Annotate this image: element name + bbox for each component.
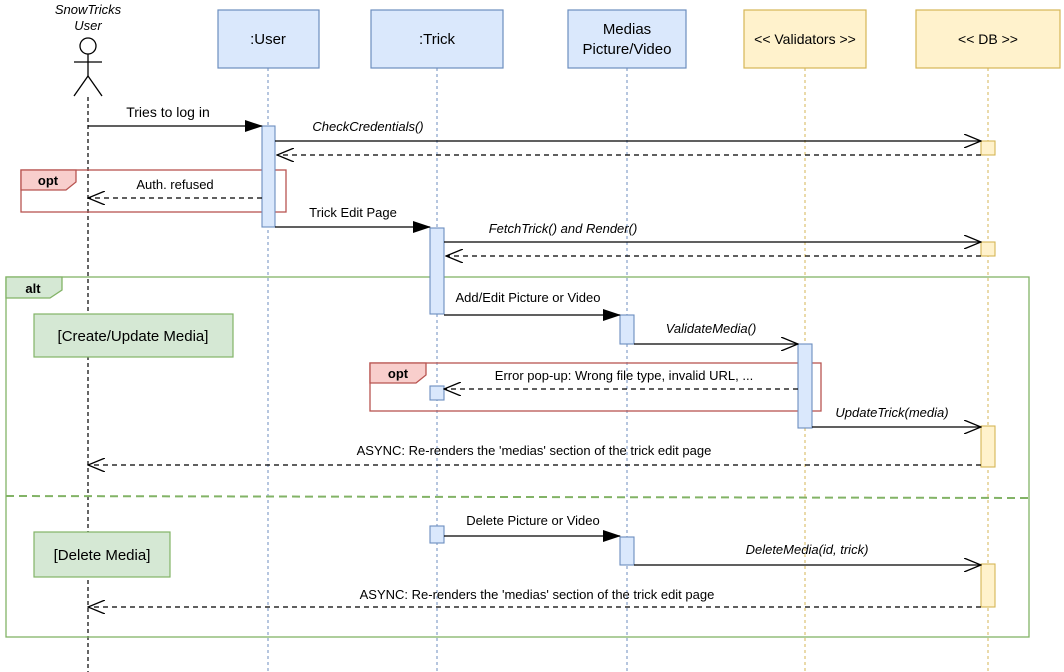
- message-auth-refused: Auth. refused: [88, 177, 262, 198]
- participant-db-label: << DB >>: [958, 31, 1018, 47]
- participant-validators[interactable]: << Validators >>: [743, 9, 867, 69]
- message-validate-media: ValidateMedia(): [634, 321, 798, 344]
- message-login: Tries to log in: [88, 104, 263, 132]
- message-async-rerender-1-label: ASYNC: Re-renders the 'medias' section o…: [357, 443, 712, 458]
- frame-alt-tag: alt: [25, 281, 41, 296]
- activation-db-delete: [980, 563, 996, 608]
- guard-create-update: [Create/Update Media]: [33, 313, 234, 358]
- participant-trick-label: :Trick: [419, 31, 456, 48]
- message-check-credentials: CheckCredentials(): [275, 119, 981, 141]
- actor-head: [79, 37, 97, 55]
- activation-user: [261, 125, 276, 228]
- message-fetch-trick: FetchTrick() and Render(): [444, 221, 981, 242]
- activation-db-credentials: [980, 140, 996, 156]
- activation-trick-error: [429, 385, 445, 401]
- message-trick-edit-page-label: Trick Edit Page: [309, 205, 397, 220]
- frame-opt-auth-tag: opt: [38, 173, 59, 188]
- activations: [261, 125, 996, 608]
- message-update-trick: UpdateTrick(media): [812, 405, 981, 427]
- message-error-popup: Error pop-up: Wrong file type, invalid U…: [444, 368, 798, 389]
- message-check-credentials-label: CheckCredentials(): [312, 119, 423, 134]
- message-auth-refused-label: Auth. refused: [136, 177, 213, 192]
- activation-trick-delete: [429, 525, 445, 544]
- activation-medias-add: [619, 314, 635, 345]
- activation-db-fetch: [980, 241, 996, 257]
- actor-name-line1: SnowTricks: [55, 2, 122, 17]
- message-delete-media-call-label: DeleteMedia(id, trick): [746, 542, 869, 557]
- participant-validators-label: << Validators >>: [754, 31, 856, 47]
- message-delete-media: Delete Picture or Video: [444, 513, 621, 542]
- message-add-edit-media-label: Add/Edit Picture or Video: [455, 290, 600, 305]
- message-async-rerender-2-label: ASYNC: Re-renders the 'medias' section o…: [360, 587, 715, 602]
- participant-user-label: :User: [250, 31, 286, 48]
- participant-medias-label-line1: Medias: [603, 21, 651, 38]
- message-trick-edit-page: Trick Edit Page: [275, 205, 431, 233]
- message-async-rerender-1: ASYNC: Re-renders the 'medias' section o…: [88, 443, 981, 465]
- activation-medias-delete: [619, 536, 635, 566]
- message-error-popup-label: Error pop-up: Wrong file type, invalid U…: [495, 368, 753, 383]
- frame-opt-error: opt: [369, 362, 822, 412]
- message-async-rerender-2: ASYNC: Re-renders the 'medias' section o…: [88, 587, 981, 607]
- guard-delete: [Delete Media]: [33, 531, 171, 578]
- actor-name-line2: User: [74, 18, 102, 33]
- message-add-edit-media: Add/Edit Picture or Video: [444, 290, 621, 321]
- message-delete-media-label: Delete Picture or Video: [466, 513, 599, 528]
- participant-db[interactable]: << DB >>: [915, 9, 1061, 69]
- activation-validators: [797, 343, 813, 429]
- participant-medias[interactable]: Medias Picture/Video: [567, 9, 687, 69]
- message-delete-media-call: DeleteMedia(id, trick): [634, 542, 981, 565]
- message-fetch-trick-label: FetchTrick() and Render(): [489, 221, 638, 236]
- alt-separator: [5, 495, 1030, 499]
- message-validate-media-label: ValidateMedia(): [666, 321, 757, 336]
- participant-user[interactable]: :User: [217, 9, 320, 69]
- guard-delete-label: [Delete Media]: [54, 547, 151, 564]
- participant-trick[interactable]: :Trick: [370, 9, 504, 69]
- frame-alt: alt: [5, 276, 1030, 638]
- message-update-trick-label: UpdateTrick(media): [835, 405, 948, 420]
- guard-create-update-label: [Create/Update Media]: [58, 328, 209, 345]
- participant-medias-label-line2: Picture/Video: [583, 41, 672, 58]
- frame-opt-error-tag: opt: [388, 366, 409, 381]
- actor-snowtricks-user: SnowTricks User: [55, 2, 122, 97]
- frame-opt-auth: opt: [20, 169, 287, 213]
- message-login-label: Tries to log in: [126, 104, 210, 120]
- activation-db-update: [980, 425, 996, 468]
- activation-trick-main: [429, 227, 445, 315]
